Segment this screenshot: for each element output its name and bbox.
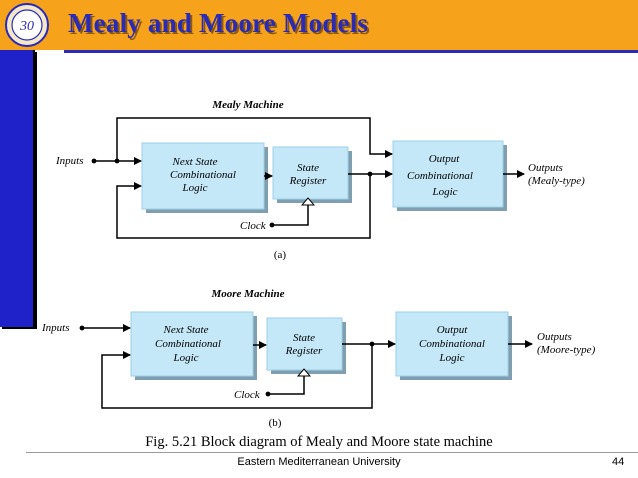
moore-state-register-block: [266, 317, 343, 371]
moore-outputs-label: Outputs: [537, 331, 572, 343]
svg-text:30: 30: [19, 19, 34, 34]
title-underline: [64, 50, 638, 53]
mealy-diagram: Mealy Machine Next State Combinational L…: [55, 99, 585, 261]
moore-clock-wire: [268, 376, 305, 395]
mealy-output-line3: Logic: [431, 186, 457, 198]
mealy-clock-label: Clock: [240, 220, 267, 232]
mealy-outputs-label: Outputs: [528, 162, 563, 174]
mealy-sublabel: (a): [274, 249, 287, 261]
mealy-register-line2: Register: [289, 175, 327, 187]
mealy-next-state-line3: Logic: [181, 182, 207, 194]
moore-next-state-line2: Combinational: [155, 338, 221, 350]
moore-output-line1: Output: [437, 324, 469, 336]
moore-register-line2: Register: [285, 345, 323, 357]
moore-clock-label: Clock: [234, 389, 261, 401]
moore-diagram: Moore Machine Next State Combinational L…: [41, 288, 596, 429]
moore-output-line2: Combinational: [419, 338, 485, 350]
moore-next-state-line1: Next State: [163, 324, 209, 336]
mealy-state-register-block: [272, 146, 349, 200]
university-logo: 30: [5, 3, 49, 47]
moore-output-line3: Logic: [438, 352, 464, 364]
mealy-feedback-wire: [116, 174, 371, 239]
moore-output-logic-block: [395, 311, 509, 377]
slide-title: Mealy and Moore Models: [68, 8, 369, 38]
moore-next-state-line3: Logic: [172, 352, 198, 364]
title-bar: [0, 0, 638, 50]
mealy-output-logic-block: [392, 140, 504, 208]
mealy-outputs-type: (Mealy-type): [528, 175, 585, 187]
footer-text: Eastern Mediterranean University: [237, 456, 401, 468]
moore-feedback-wire: [101, 344, 373, 409]
moore-outputs-type: (Moore-type): [537, 344, 596, 356]
moore-register-line1: State: [293, 332, 315, 344]
footer-divider: [26, 452, 638, 453]
figure-caption: Fig. 5.21 Block diagram of Mealy and Moo…: [145, 434, 493, 450]
moore-inputs-label: Inputs: [41, 322, 70, 334]
mealy-output-line2: Combinational: [407, 170, 473, 182]
mealy-inputs-label: Inputs: [55, 155, 84, 167]
mealy-clock-edge-symbol: [300, 197, 316, 206]
left-accent-bar: [0, 50, 35, 327]
page-number: 44: [612, 456, 625, 468]
mealy-next-state-block: [141, 142, 265, 210]
moore-title: Moore Machine: [210, 288, 284, 300]
mealy-next-state-line2: Combinational: [170, 169, 236, 181]
mealy-next-state-line1: Next State: [172, 156, 218, 168]
mealy-output-line1: Output: [429, 153, 461, 165]
mealy-input-bypass-wire: [116, 117, 393, 161]
mealy-clock-wire: [272, 205, 309, 226]
moore-sublabel: (b): [269, 417, 282, 429]
mealy-title: Mealy Machine: [211, 99, 283, 111]
moore-clock-edge-symbol: [296, 368, 312, 377]
mealy-register-line1: State: [297, 162, 319, 174]
moore-next-state-block: [130, 311, 254, 377]
